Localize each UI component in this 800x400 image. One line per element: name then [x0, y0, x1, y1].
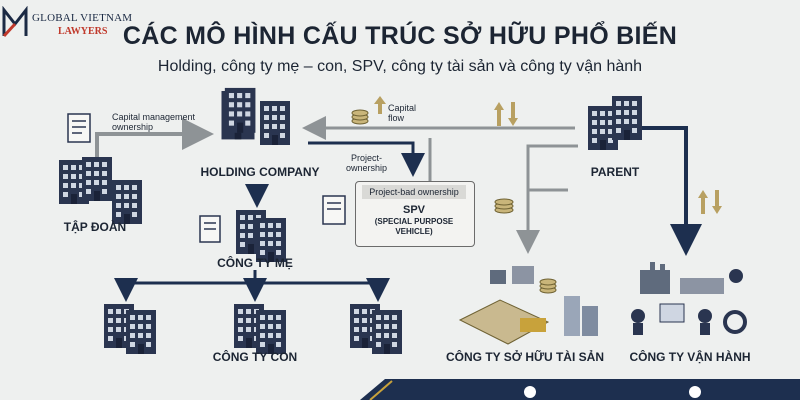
swap-arrows-icon — [698, 190, 722, 214]
subsidiary-label: CÔNG TY CON — [212, 350, 298, 364]
company-logo: GLOBAL VIETNAM LAWYERS — [2, 2, 152, 42]
swap-arrows-icon — [494, 102, 518, 126]
phone-icon — [689, 386, 701, 398]
holding-company-label: HOLDING COMPANY — [200, 165, 320, 179]
arrow-to-sub-left — [114, 270, 257, 302]
subsidiary-mid-icon — [234, 304, 286, 354]
arrow-to-sub-right — [255, 278, 390, 302]
arrow-parent-to-operating — [640, 126, 702, 256]
brand-name: GLOBAL VIETNAM — [32, 12, 133, 24]
arrow-group-to-holding — [95, 118, 214, 158]
logo-mark-icon — [2, 6, 28, 38]
capital-flow-note: Capital flow — [388, 103, 417, 123]
document-icon — [67, 113, 91, 143]
holding-building-icon — [221, 87, 290, 145]
document-icon — [199, 215, 221, 243]
page-title: CÁC MÔ HÌNH CẤU TRÚC SỞ HỮU PHỔ BIẾN — [122, 22, 678, 50]
arrow-holding-to-spv — [308, 141, 425, 177]
asset-company-label: CÔNG TY SỞ HỮU TÀI SẢN — [446, 350, 604, 364]
operating-cluster-icon — [631, 262, 747, 335]
up-arrow-icon — [374, 96, 386, 114]
coins-icon — [351, 109, 369, 125]
project-ownership-note: Project- ownership — [346, 153, 388, 173]
asset-cluster-icon — [458, 266, 598, 345]
spv-subtitle: (SPECIAL PURPOSE VEHICLE) — [374, 217, 454, 236]
footer-band — [360, 379, 800, 400]
brand-subname: LAWYERS — [58, 26, 108, 37]
group-building-icon — [59, 157, 142, 224]
parent-building-icon — [588, 96, 642, 150]
spv-title: SPV — [402, 204, 425, 216]
subsidiary-left-icon — [104, 304, 156, 354]
parent-company-label: CÔNG TY MẸ — [217, 256, 293, 270]
capital-management-note: Capital management ownership — [112, 112, 196, 132]
page-subtitle: Holding, công ty mẹ – con, SPV, công ty … — [157, 58, 643, 75]
spv-header: Project-bad ownership — [362, 185, 466, 199]
group-label: TẬP ĐOÀN — [63, 220, 127, 234]
operating-company-label: CÔNG TY VẬN HÀNH — [629, 350, 751, 364]
coins-icon — [494, 198, 514, 214]
parent-label: PARENT — [590, 165, 640, 179]
location-icon — [524, 386, 536, 398]
document-icon — [322, 195, 346, 225]
parent-co-building-icon — [236, 210, 286, 262]
subsidiary-right-icon — [350, 304, 402, 354]
arrow-parent-to-asset — [516, 144, 578, 254]
